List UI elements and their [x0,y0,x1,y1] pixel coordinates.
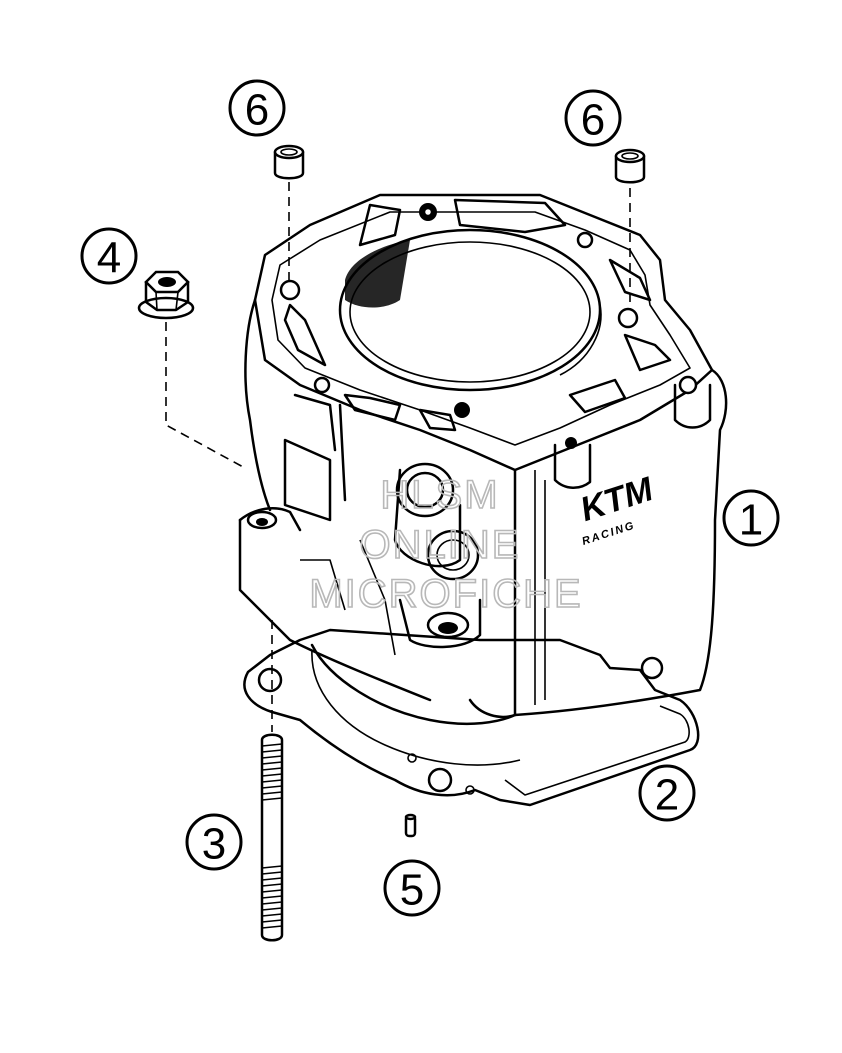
callout-1-label: 1 [739,496,763,545]
dowel-sleeve-left [273,144,305,180]
watermark-line-1: HLSM [380,473,499,517]
cylinder-stud [260,733,284,942]
callout-1: 1 [722,489,780,547]
callout-6-left-label: 6 [245,86,269,135]
callout-5-label: 5 [400,866,424,915]
base-gasket [243,628,700,807]
callout-6-left: 6 [228,79,286,137]
leader-line-4 [165,322,246,469]
ktm-logo: KTM RACING [576,470,658,548]
cylinder-body: KTM RACING [238,193,728,726]
callout-2-label: 2 [655,771,679,820]
callout-2: 2 [638,764,696,822]
watermark-line-2: ONLINE [360,523,521,567]
watermark-line-3: MICROFICHE [309,572,582,616]
dowel-pin [404,813,417,838]
flange-nut [137,270,195,320]
dowel-sleeve-right [614,148,646,184]
callout-3-label: 3 [202,820,226,869]
stud-threads-top [261,743,283,801]
stud-threads-bottom [261,865,283,929]
callout-5: 5 [383,859,441,917]
watermark: HLSM ONLINE MICROFICHE [309,472,582,617]
callout-6-right: 6 [564,89,622,147]
callout-6-right-label: 6 [581,96,605,145]
callout-3: 3 [185,813,243,871]
callout-4: 4 [80,227,138,285]
brand-logo-text: KTM [576,470,658,529]
callout-4-label: 4 [97,234,121,283]
